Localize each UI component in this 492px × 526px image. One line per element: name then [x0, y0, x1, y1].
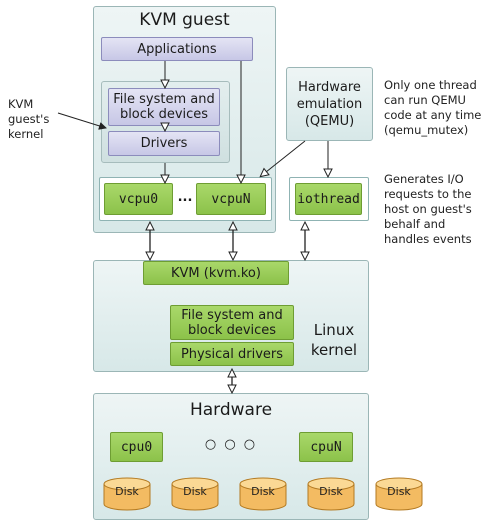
cpuN-label: cpuN	[310, 439, 342, 455]
hardware-title: Hardware	[189, 400, 273, 420]
disk-label: Disk	[387, 485, 411, 498]
host-fs-block-label: File system and block devices	[181, 307, 283, 338]
cpuN-box: cpuN	[299, 432, 353, 462]
applications-label: Applications	[137, 41, 217, 57]
one-thread-note: Only one thread can run QEMU code at any…	[384, 78, 482, 137]
guest-kernel-note: KVM guest's kernel	[8, 97, 50, 141]
vcpu0-label: vcpu0	[118, 191, 159, 207]
hw-emulation-label: Hardware emulation (QEMU)	[296, 79, 363, 129]
generates-io-note: Generates I/O requests to the host on gu…	[384, 172, 472, 246]
vcpu0-box: vcpu0	[104, 183, 173, 215]
kvm-guest-title: KVM guest	[139, 10, 230, 30]
host-fs-block-box: File system and block devices	[170, 305, 294, 340]
physical-drivers-box: Physical drivers	[170, 342, 294, 366]
applications-box: Applications	[101, 37, 253, 61]
guest-drivers-label: Drivers	[140, 136, 188, 151]
disk: Disk	[375, 477, 423, 511]
iothread-box: iothread	[295, 183, 362, 215]
guest-fs-block-box: File system and block devices	[108, 88, 220, 126]
cpu0-box: cpu0	[110, 432, 163, 462]
kvm-module-label: KVM (kvm.ko)	[171, 265, 261, 281]
vcpuN-label: vcpuN	[211, 191, 251, 207]
iothread-label: iothread	[297, 191, 360, 207]
physical-drivers-label: Physical drivers	[180, 346, 284, 362]
cpu0-label: cpu0	[120, 439, 153, 455]
hw-emulation-box: Hardware emulation (QEMU)	[286, 67, 373, 141]
linux-kernel-title: Linux kernel	[310, 321, 358, 359]
cpu-dots: ○ ○ ○	[204, 437, 258, 452]
vcpu-ellipsis: ...	[177, 190, 193, 205]
guest-fs-block-label: File system and block devices	[113, 92, 215, 122]
kvm-module-box: KVM (kvm.ko)	[143, 261, 289, 285]
guest-drivers-box: Drivers	[108, 131, 220, 156]
vcpuN-box: vcpuN	[196, 183, 266, 215]
